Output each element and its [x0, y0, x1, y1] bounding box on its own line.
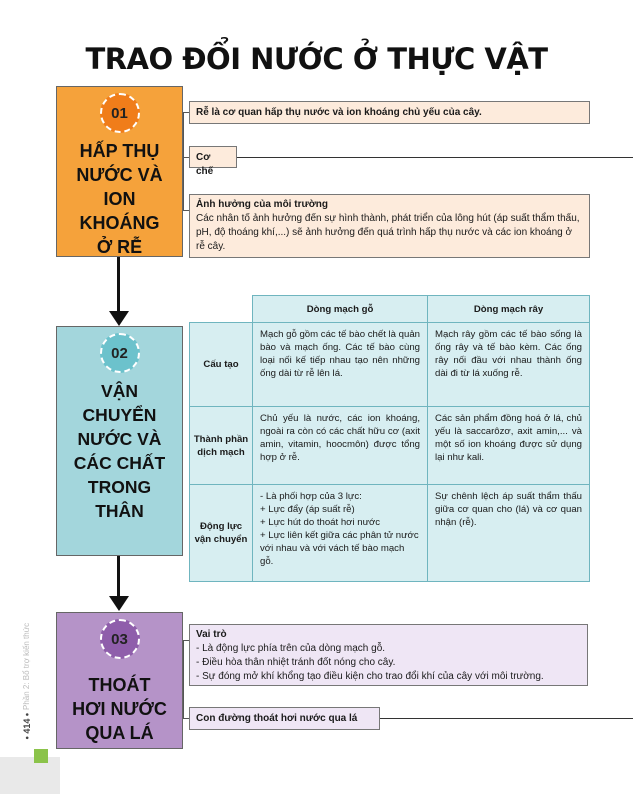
role-line: - Sự đóng mở khí khổng tạo điều kiện cho… [196, 671, 544, 682]
green-marker [34, 749, 48, 763]
table-row: Động lực vận chuyển - Là phối hợp của 3 … [189, 484, 590, 582]
page-number: • 414 • [22, 713, 32, 740]
arrow-down-1 [109, 257, 129, 327]
transport-table: Dòng mạch gỗ Dòng mạch rây Cấu tạo Mạch … [189, 295, 590, 582]
section-1-number: 01 [99, 93, 140, 133]
cell-phloem-composition: Các sản phẩm đồng hoá ở lá, chủ yếu là s… [427, 406, 590, 485]
cell-xylem-composition: Chủ yếu là nước, các ion khoáng, ngoài r… [252, 406, 428, 485]
pathway-line [380, 718, 633, 719]
arrow-down-2 [109, 556, 129, 612]
cell-xylem-structure: Mạch gỗ gồm các tế bào chết là quản bào … [252, 322, 428, 407]
mechanism-line [237, 157, 633, 158]
cell-phloem-structure: Mạch rây gồm các tế bào sống là ống rây … [427, 322, 590, 407]
root-role-box: Rễ là cơ quan hấp thụ nước và ion khoáng… [189, 101, 590, 124]
cell-phloem-driving-force: Sự chênh lệch áp suất thẩm thấu giữa cơ … [427, 484, 590, 582]
sidebar-text: Phần 2: Bổ trợ kiến thức [22, 622, 31, 710]
corner-gray-block [0, 757, 60, 794]
section-3-block: 03 THOÁT HƠI NƯỚC QUA LÁ [56, 612, 183, 749]
page-sidebar: Phần 2: Bổ trợ kiến thức • 414 • [22, 606, 38, 746]
row-label-driving-force: Động lực vận chuyển [189, 484, 253, 582]
table-row: Cấu tạo Mạch gỗ gồm các tế bào chết là q… [189, 322, 590, 407]
row-label-structure: Cấu tạo [189, 322, 253, 407]
section-1-block: 01 HẤP THỤ NƯỚC VÀ ION KHOÁNG Ở RỄ [56, 86, 183, 257]
environment-text: Các nhân tố ảnh hưởng đến sự hình thành,… [196, 213, 580, 252]
section-1-connector [183, 112, 184, 210]
environment-box: Ảnh hưởng của môi trường Các nhân tố ảnh… [189, 194, 590, 258]
section-2-block: 02 VẬN CHUYỂN NƯỚC VÀ CÁC CHẤT TRONG THÂ… [56, 326, 183, 556]
row-label-composition: Thành phần dịch mạch [189, 406, 253, 485]
table-header-blank [189, 295, 253, 323]
table-row: Thành phần dịch mạch Chủ yếu là nước, cá… [189, 406, 590, 485]
section-2-number: 02 [99, 333, 140, 373]
environment-title: Ảnh hưởng của môi trường [196, 199, 329, 210]
role-line: - Là động lực phía trên của dòng mạch gỗ… [196, 643, 386, 654]
pathway-box: Con đường thoát hơi nước qua lá [189, 707, 380, 730]
section-3-title: THOÁT HƠI NƯỚC QUA LÁ [72, 675, 167, 743]
section-2-title: VẬN CHUYỂN NƯỚC VÀ CÁC CHẤT TRONG THÂN [73, 381, 166, 521]
role-box: Vai trò - Là động lực phía trên của dòng… [189, 624, 588, 686]
section-3-number: 03 [99, 619, 140, 659]
role-title: Vai trò [196, 629, 227, 640]
cell-xylem-driving-force: - Là phối hợp của 3 lực: + Lực đẩy (áp s… [252, 484, 428, 582]
mechanism-box: Cơ chế [189, 146, 237, 177]
section-1-title: HẤP THỤ NƯỚC VÀ ION KHOÁNG Ở RỄ [76, 141, 163, 257]
role-line: - Điều hòa thân nhiệt tránh đốt nóng cho… [196, 657, 396, 668]
table-header-phloem: Dòng mạch rây [427, 295, 590, 323]
page-title: TRAO ĐỔI NƯỚC Ở THỰC VẬT [85, 42, 548, 76]
section-3-connector [183, 640, 184, 718]
table-header-xylem: Dòng mạch gỗ [252, 295, 428, 323]
